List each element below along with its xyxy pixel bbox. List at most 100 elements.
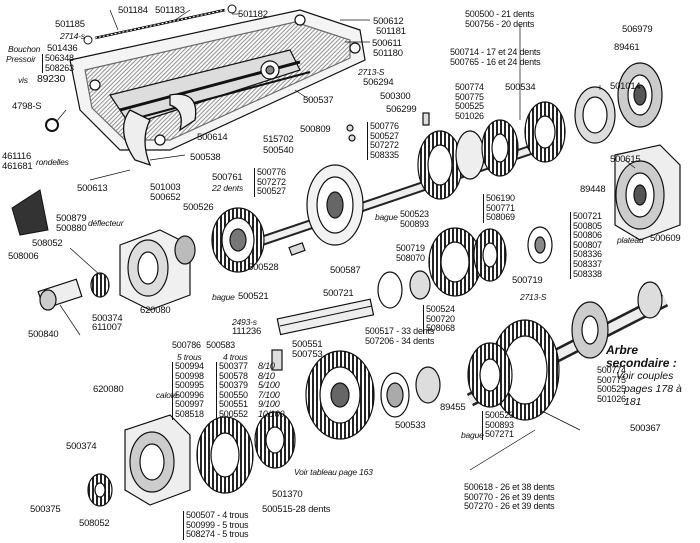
label-500615: 500615: [610, 154, 641, 165]
pressoir-parts: 506348 508263: [42, 53, 74, 74]
label-620080-b: 620080: [93, 384, 124, 395]
leader-lines: [55, 9, 636, 471]
label-500761: 500761: [212, 172, 243, 183]
label-pressoir: Pressoir: [6, 54, 36, 64]
label-501184: 501184: [118, 5, 148, 16]
small-bolts: [271, 112, 430, 371]
label-111236: 111236: [232, 326, 262, 337]
label-500521: 500521: [238, 291, 269, 302]
label-4798s: 4798-S: [12, 101, 42, 112]
note-line1: Voir couples: [616, 370, 674, 382]
label-2713s-top: 2713-S: [358, 67, 385, 77]
label-501003: 501003: [150, 182, 181, 193]
label-501181: 501181: [376, 26, 406, 37]
block-500719: 500719 508070: [396, 243, 425, 263]
label-500719: 500719: [512, 275, 543, 286]
label-5-trous: 5 trous: [177, 352, 202, 362]
label-bague-b: bague: [461, 430, 484, 440]
block-500776-b: 500776 507272 500527: [254, 167, 286, 197]
block-ratios: 8/10 8/10 5/100 7/100 9/100 10/100: [258, 361, 285, 419]
block-500786: 500786 500583: [172, 340, 235, 350]
label-461681: 461681: [2, 161, 33, 172]
label-500540: 500540: [263, 145, 294, 156]
note-title: Arbre secondaire :: [606, 343, 677, 370]
gear-500517: [305, 350, 441, 440]
label-500609: 500609: [650, 233, 681, 244]
label-500534: 500534: [505, 82, 536, 93]
block-500523-a: 500523 500893: [400, 209, 429, 229]
secondary-shaft: [466, 281, 669, 421]
label-89455: 89455: [440, 402, 466, 413]
label-22-dents: 22 dents: [212, 183, 244, 193]
label-508263: 508263: [45, 62, 74, 73]
label-500879: 500879: [56, 213, 87, 224]
label-plateau: plateau: [617, 235, 644, 245]
label-deflecteur: déflecteur: [88, 218, 124, 228]
block-500507: 500507 - 4 trous 500999 - 5 trous 508274…: [183, 510, 249, 540]
label-500840: 500840: [28, 329, 59, 340]
gears-upper: [211, 62, 663, 273]
label-461116: 461116: [2, 151, 32, 162]
label-500551: 500551: [292, 339, 323, 350]
label-500809: 500809: [300, 124, 331, 135]
label-500533: 500533: [395, 420, 426, 431]
note-arbre-secondaire: Arbre secondaire : Voir couples pages 17…: [606, 344, 700, 409]
deflector-part: [11, 189, 49, 236]
lower-left-assembly: [87, 411, 296, 507]
label-500528: 500528: [248, 262, 279, 273]
label-500374-a: 500374: [92, 313, 123, 324]
label-500753: 500753: [292, 349, 323, 360]
label-506294: 506294: [363, 77, 394, 88]
label-500721: 500721: [323, 288, 354, 299]
block-500523-b: 500523 500893 507271: [482, 410, 514, 440]
label-501436: 501436: [47, 43, 78, 54]
label-2714s: 2714-s: [60, 31, 85, 41]
block-506190: 506190 500771 508069: [483, 193, 515, 223]
block-top-gears: 500500 - 21 dents 500756 - 20 dents: [465, 9, 535, 29]
label-506979: 506979: [622, 24, 653, 35]
label-2493s: 2493-s: [232, 317, 257, 327]
label-506299: 506299: [386, 104, 417, 115]
label-500652: 500652: [150, 192, 181, 203]
label-501185: 501185: [55, 19, 85, 30]
label-2713s-mid: 2713-S: [520, 292, 547, 302]
label-500537: 500537: [303, 95, 334, 106]
label-500375: 500375: [30, 504, 61, 515]
selector-rod: [83, 4, 237, 45]
label-rondelles: rondelles: [36, 157, 69, 167]
label-500880: 500880: [56, 223, 87, 234]
label-500538: 500538: [190, 152, 221, 163]
label-calotte: calote: [156, 390, 178, 400]
washer-4798s: [45, 118, 59, 132]
layshaft-rod: [276, 298, 375, 336]
label-500515: 500515-28 dents: [262, 504, 331, 515]
gears-middle: [377, 226, 553, 309]
label-508052-a: 508052: [32, 238, 63, 249]
label-500374-b: 500374: [66, 441, 97, 452]
label-501180: 501180: [373, 48, 403, 59]
block-500721-right: 500721 500805 500806 500807 508336 50833…: [570, 211, 602, 280]
block-500774: 500774 500775 500525 501026: [455, 82, 484, 121]
label-611007: 611007: [92, 322, 122, 333]
block-col-5-trous: 500994 500998 500995 500996 500997 50851…: [172, 361, 204, 420]
label-515702: 515702: [263, 134, 294, 145]
label-500526: 500526: [183, 202, 214, 213]
label-voir-tableau: Voir tableau page 163: [294, 467, 373, 477]
label-89448: 89448: [580, 184, 606, 195]
label-501183: 501183: [155, 5, 185, 16]
label-500367: 500367: [630, 423, 661, 434]
block-col-4-trous: 500377 500578 500379 500550 500551 50055…: [216, 361, 248, 420]
label-506348: 506348: [45, 53, 74, 63]
block-500774-b: 500774 500775 500525 501026: [597, 365, 626, 404]
label-bouchon: Bouchon: [8, 44, 41, 54]
rear-housing: [614, 144, 681, 241]
label-500612: 500612: [373, 16, 404, 27]
block-500714: 500714 - 17 et 24 dents 500765 - 16 et 2…: [450, 47, 541, 67]
label-500614: 500614: [197, 132, 228, 143]
label-89461: 89461: [614, 42, 640, 53]
label-bague-c: bague: [375, 212, 398, 222]
label-620080-a: 620080: [140, 305, 171, 316]
label-vis: vis: [18, 75, 28, 85]
